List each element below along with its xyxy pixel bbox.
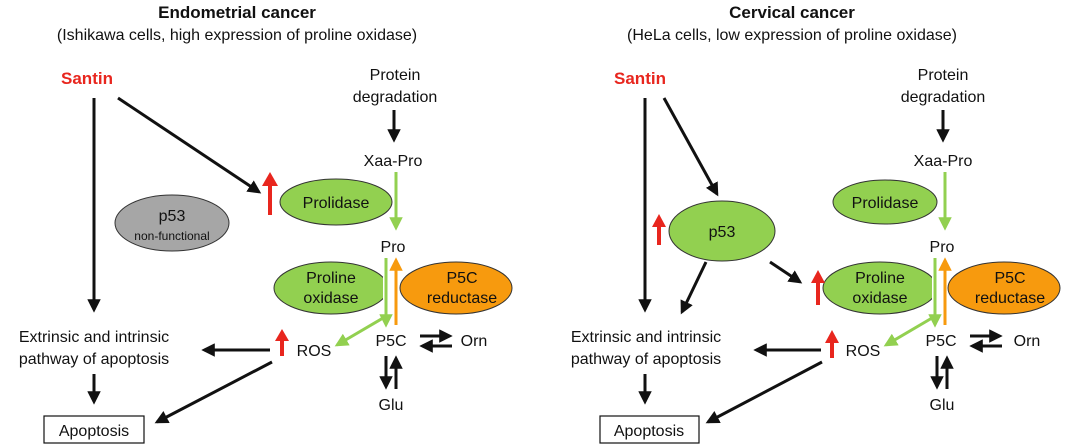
santin-label: Santin <box>61 69 113 88</box>
p53-status-label: non-functional <box>134 229 209 243</box>
apoptosis-box <box>599 415 700 444</box>
p53-label: p53 <box>709 224 736 241</box>
pathway-label-2: pathway of apoptosis <box>19 351 169 368</box>
protein-label: Protein <box>370 67 421 84</box>
proline-oxidase-label-1: Proline <box>855 270 905 287</box>
proline-oxidase-label-1: Proline <box>306 270 356 287</box>
prolidase-label: Prolidase <box>303 195 370 212</box>
panel-cervical: Cervical cancer (HeLa cells, low express… <box>571 3 1061 444</box>
up-arrow-proline-oxidase-head <box>811 270 825 283</box>
p5c-reductase-label-1: P5C <box>446 270 477 287</box>
panel-title: Cervical cancer <box>729 3 855 22</box>
santin-to-p53-arrow <box>662 97 719 197</box>
glu-label: Glu <box>379 397 404 414</box>
proline-oxidase-label-2: oxidase <box>303 290 358 307</box>
panel-subtitle: (HeLa cells, low expression of proline o… <box>627 27 957 44</box>
prolineoxidase-to-ros-arrow <box>883 316 933 347</box>
ros-label: ROS <box>297 343 332 360</box>
pro-label: Pro <box>381 239 406 256</box>
protein-label: Protein <box>918 67 969 84</box>
pro-label: Pro <box>930 239 955 256</box>
apoptosis-label: Apoptosis <box>614 423 684 440</box>
up-arrow-p53-head <box>652 214 666 227</box>
prolineoxidase-to-ros-arrow <box>334 316 384 347</box>
orn-label: Orn <box>1014 333 1041 350</box>
xaa-pro-label: Xaa-Pro <box>364 153 423 170</box>
prolidase-enzyme <box>832 179 938 225</box>
panel-title: Endometrial cancer <box>158 3 316 22</box>
p5c-reductase-label-2: reductase <box>427 290 497 307</box>
p53-to-prolineoxidase-arrow <box>769 260 803 284</box>
p53-nonfunctional <box>114 194 230 252</box>
ros-label: ROS <box>846 343 881 360</box>
p5c-label: P5C <box>375 333 406 350</box>
orn-label: Orn <box>461 333 488 350</box>
p5c-reductase-enzyme <box>399 261 513 315</box>
apoptosis-label: Apoptosis <box>59 423 129 440</box>
p53-functional <box>668 200 776 262</box>
proline-oxidase-label-2: oxidase <box>852 290 907 307</box>
pathway-label-1: Extrinsic and intrinsic <box>19 329 169 346</box>
xaa-pro-label: Xaa-Pro <box>914 153 973 170</box>
apoptosis-box <box>43 415 145 444</box>
santin-to-prolidase-arrow <box>117 96 262 194</box>
ros-to-apoptosis-arrow <box>154 360 273 424</box>
p5c-label: P5C <box>925 333 956 350</box>
p5c-reductase-label-1: P5C <box>994 270 1025 287</box>
p53-label: p53 <box>159 208 186 225</box>
panel-endometrial: Endometrial cancer (Ishikawa cells, high… <box>19 3 513 444</box>
degradation-label: degradation <box>901 89 986 106</box>
p53-to-pathway-arrow <box>680 261 708 315</box>
up-arrow-ros-head <box>275 329 289 341</box>
degradation-label: degradation <box>353 89 438 106</box>
santin-label: Santin <box>614 69 666 88</box>
prolidase-enzyme <box>279 178 393 226</box>
panel-subtitle: (Ishikawa cells, high expression of prol… <box>57 27 417 44</box>
p5c-reductase-label-2: reductase <box>975 290 1045 307</box>
up-arrow-prolidase-head <box>262 172 278 186</box>
up-arrow-ros-head <box>825 330 839 343</box>
glu-label: Glu <box>930 397 955 414</box>
prolidase-label: Prolidase <box>852 195 919 212</box>
ros-to-apoptosis-arrow <box>705 360 823 424</box>
pathway-label-1: Extrinsic and intrinsic <box>571 329 721 346</box>
pathway-label-2: pathway of apoptosis <box>571 351 721 368</box>
p5c-reductase-enzyme <box>947 261 1061 315</box>
